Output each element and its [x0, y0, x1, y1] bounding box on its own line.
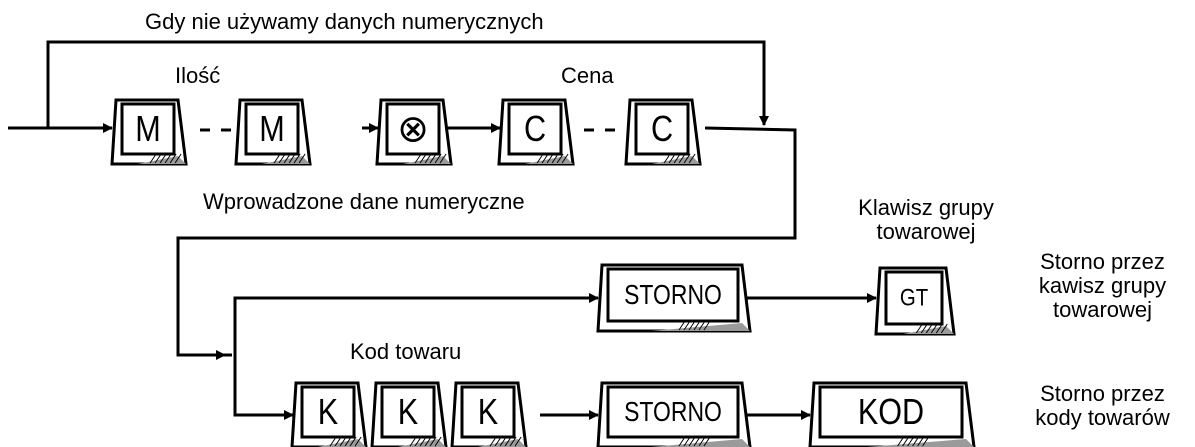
m-key-first-label: M [135, 110, 160, 150]
multiply-key-label: ⊗ [397, 109, 429, 151]
k-key-2: K [370, 381, 448, 447]
branch-lines [178, 293, 877, 420]
storno-key-group: STORNO [596, 263, 752, 333]
c-key-last: C [624, 98, 702, 166]
k-key-1: K [290, 381, 368, 447]
storno-group-caption: Storno przez kawisz grupy towarowej [1010, 249, 1195, 323]
k-key-2-label: K [398, 393, 418, 433]
price-label: Cena [561, 63, 614, 88]
keys-layer: M M ⊗ C C STORNO GT K K K STORNO KOD [110, 98, 976, 447]
skip-numeric-label: Gdy nie używamy danych numerycznych [145, 9, 544, 34]
storno-key-code-label: STORNO [624, 397, 722, 428]
storno-group-caption-line2: kawisz grupy [1038, 273, 1167, 299]
storno-code-caption-line1: Storno przez [1040, 381, 1165, 406]
group-key-label: Klawisz grupy towarowej [831, 195, 1021, 245]
storno-key-group-label: STORNO [624, 280, 722, 311]
k-key-1-label: K [318, 393, 338, 433]
m-key-last-label: M [259, 110, 284, 150]
multiply-key: ⊗ [375, 98, 453, 166]
c-key-last-label: C [651, 110, 673, 150]
skip-numeric-bypass-line [46, 40, 769, 128]
kod-key: KOD [808, 381, 976, 447]
k-key-3: K [450, 381, 528, 447]
quantity-label: Ilość [175, 63, 221, 88]
gt-key: GT [874, 266, 956, 336]
gt-key-label: GT [900, 284, 929, 311]
m-key-last: M [234, 98, 312, 166]
group-key-label-line1: Klawisz grupy [858, 195, 994, 220]
storno-code-caption-line2: kody towarów [1035, 405, 1170, 431]
c-key-first-label: C [524, 110, 546, 150]
kod-key-label: KOD [858, 393, 924, 433]
c-key-first: C [497, 98, 575, 166]
storno-key-code: STORNO [596, 381, 752, 447]
storno-code-caption: Storno przez kody towarów [1010, 381, 1195, 431]
m-key-first: M [110, 98, 188, 166]
k-key-3-label: K [478, 393, 498, 433]
numeric-entered-label: Wprowadzone dane numeryczne [203, 189, 525, 214]
storno-group-caption-line3: towarowej [1052, 297, 1153, 323]
arrow-to-k-keys [233, 355, 294, 420]
product-code-label: Kod towaru [350, 339, 462, 364]
storno-group-caption-line1: Storno przez [1040, 249, 1165, 274]
group-key-label-line2: towarowej [876, 219, 976, 245]
